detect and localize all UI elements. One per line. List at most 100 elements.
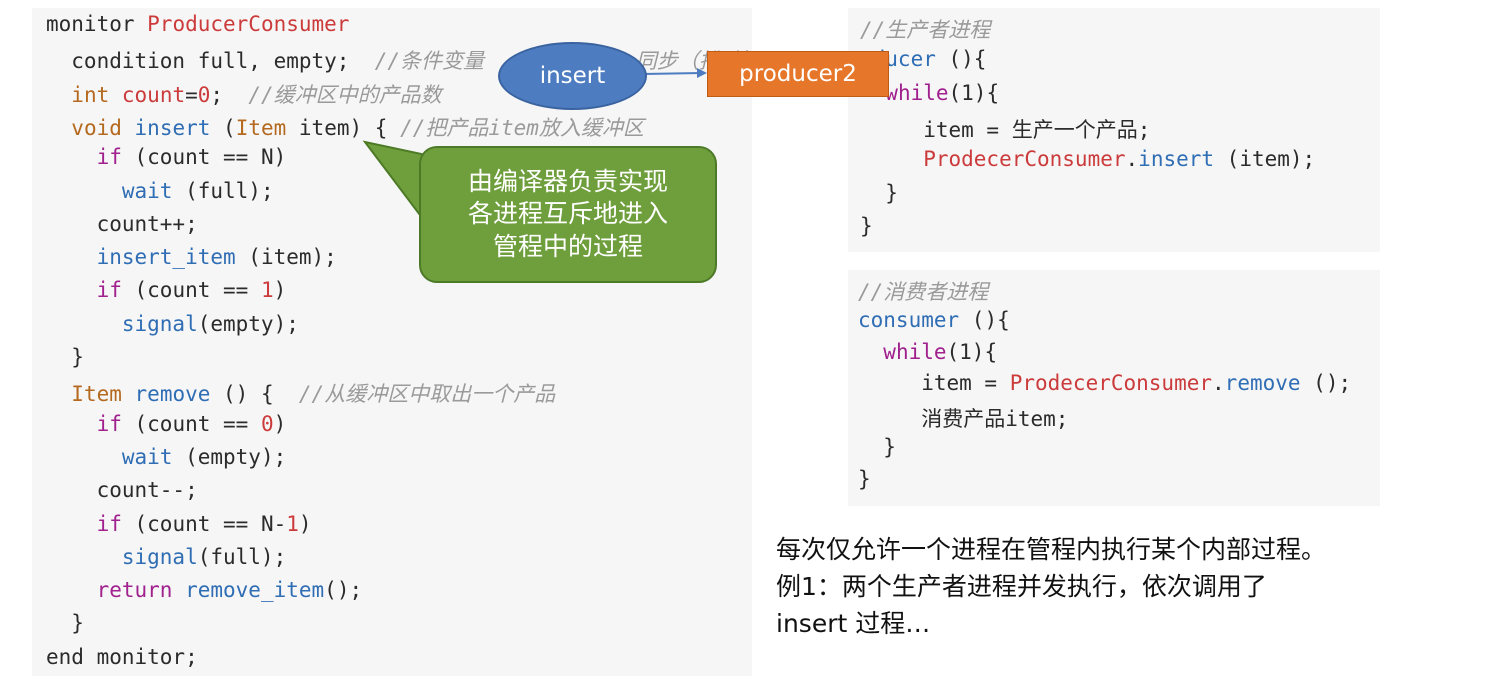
code-token: . <box>1125 147 1139 172</box>
code-line: signal(empty); <box>46 312 299 336</box>
note-line-2: 例1：两个生产者进程并发执行，依次调用了 <box>776 572 1267 601</box>
code-token: //从缓冲区中取出一个产品 <box>298 382 556 407</box>
code-line: monitor ProducerConsumer <box>46 12 349 36</box>
code-token: } <box>46 611 84 636</box>
callout-text-line-3: 管程中的过程 <box>492 231 643 261</box>
code-token <box>172 578 185 602</box>
code-token: count--; <box>46 478 198 503</box>
code-token: consumer <box>858 307 960 332</box>
code-token: (){ <box>959 307 1010 332</box>
code-line: } <box>858 435 896 459</box>
code-line: if (count == N) <box>46 145 287 170</box>
code-token: //消费者进程 <box>858 280 989 304</box>
code-token: insert <box>134 115 211 140</box>
code-line: } <box>46 611 84 635</box>
code-token: count++; <box>46 211 198 236</box>
code-token: (item); <box>235 245 337 270</box>
code-line: 消费产品item; <box>858 403 1068 433</box>
code-line: ProdecerConsumer.insert (item); <box>860 147 1315 171</box>
code-token: 0 <box>260 411 274 436</box>
code-line: if (count == 1) <box>46 278 287 303</box>
code-token: //条件变量 <box>374 49 485 74</box>
consumer-code-panel: //消费者进程 consumer (){ while(1){ item = Pro… <box>848 270 1380 506</box>
code-token: (count == <box>121 411 261 436</box>
code-token <box>46 445 122 469</box>
code-token: (item); <box>1214 147 1316 172</box>
code-line: condition full, empty; //条件变量 同步（排队） <box>46 45 761 75</box>
code-token: 1 <box>286 511 299 536</box>
code-token: if <box>96 511 122 536</box>
code-line: while(1){ <box>860 81 999 105</box>
code-token: item) { <box>286 115 401 140</box>
code-token: } <box>858 435 896 459</box>
code-token: //缓冲区中的产品数 <box>248 82 442 107</box>
code-line: item = 生产一个产品; <box>860 114 1150 144</box>
code-line: //生产者进程 <box>860 14 990 44</box>
code-line: Item remove () { //从缓冲区中取出一个产品 <box>46 378 555 408</box>
insert-label: insert <box>539 63 606 89</box>
code-token <box>46 245 97 269</box>
code-token: } <box>46 345 84 369</box>
code-token: end monitor; <box>46 644 198 669</box>
code-token: ProducerConsumer <box>147 12 350 36</box>
code-token: (1){ <box>946 339 998 364</box>
code-token <box>46 512 97 536</box>
code-token <box>46 116 71 140</box>
code-line: } <box>860 181 898 205</box>
code-token: void <box>71 115 122 140</box>
code-token: (); <box>324 578 363 603</box>
code-token <box>46 278 97 302</box>
code-token: remove <box>1224 371 1301 396</box>
code-line: wait (full); <box>46 179 274 203</box>
code-line: return remove_item(); <box>46 578 363 603</box>
code-line: wait (empty); <box>46 445 286 469</box>
compiler-mutex-callout: 由编译器负责实现 各进程互斥地进入 管程中的过程 <box>419 146 717 283</box>
code-token: (count == N) <box>121 145 287 170</box>
producer2-label-box: producer2 <box>707 51 889 97</box>
code-token <box>860 147 923 171</box>
code-line: //消费者进程 <box>858 276 988 306</box>
code-line: count--; <box>46 478 198 502</box>
code-line: end monitor; <box>46 645 198 669</box>
code-token: return <box>96 578 173 603</box>
code-token <box>46 145 97 169</box>
code-token: while <box>883 339 947 364</box>
code-token: = <box>185 82 198 107</box>
monitor-code-panel: monitor ProducerConsumer condition full,… <box>32 8 762 676</box>
insert-label-ellipse: insert <box>498 42 647 110</box>
code-line: } <box>858 467 871 491</box>
code-token: condition full, empty; <box>46 49 375 74</box>
code-token: while <box>885 80 949 105</box>
code-token: (empty); <box>197 311 299 336</box>
code-token <box>109 83 122 107</box>
code-token <box>46 382 71 406</box>
code-line: while(1){ <box>858 340 997 364</box>
code-token: if <box>96 145 122 170</box>
code-token: (full); <box>172 178 274 203</box>
code-token: ) <box>273 278 287 303</box>
code-line: signal(full); <box>46 545 286 569</box>
code-token: if <box>96 411 122 436</box>
code-line: } <box>46 345 84 369</box>
code-token: signal <box>121 311 198 336</box>
code-line: } <box>860 214 873 238</box>
code-token: wait <box>121 178 173 203</box>
code-token: ProdecerConsumer <box>1009 371 1213 396</box>
code-token: } <box>860 213 873 238</box>
explanation-note: 每次仅允许一个进程在管程内执行某个内部过程。 例1：两个生产者进程并发执行，依次… <box>776 531 1466 642</box>
code-token: count <box>121 82 186 107</box>
code-token: wait <box>121 444 173 469</box>
code-token: ) <box>298 511 312 536</box>
code-token <box>46 412 97 436</box>
code-token: () { <box>210 382 299 407</box>
code-token <box>46 179 122 203</box>
code-token: item = 生产一个产品; <box>860 117 1151 142</box>
consumer-code-block: //消费者进程 consumer (){ while(1){ item = Pro… <box>858 276 1373 502</box>
code-token: 0 <box>197 82 211 107</box>
code-token: (count == N- <box>121 511 287 536</box>
code-line: item = ProdecerConsumer.remove (); <box>858 371 1351 395</box>
code-token <box>122 116 135 140</box>
code-line: count++; <box>46 212 198 236</box>
code-token <box>46 545 122 569</box>
